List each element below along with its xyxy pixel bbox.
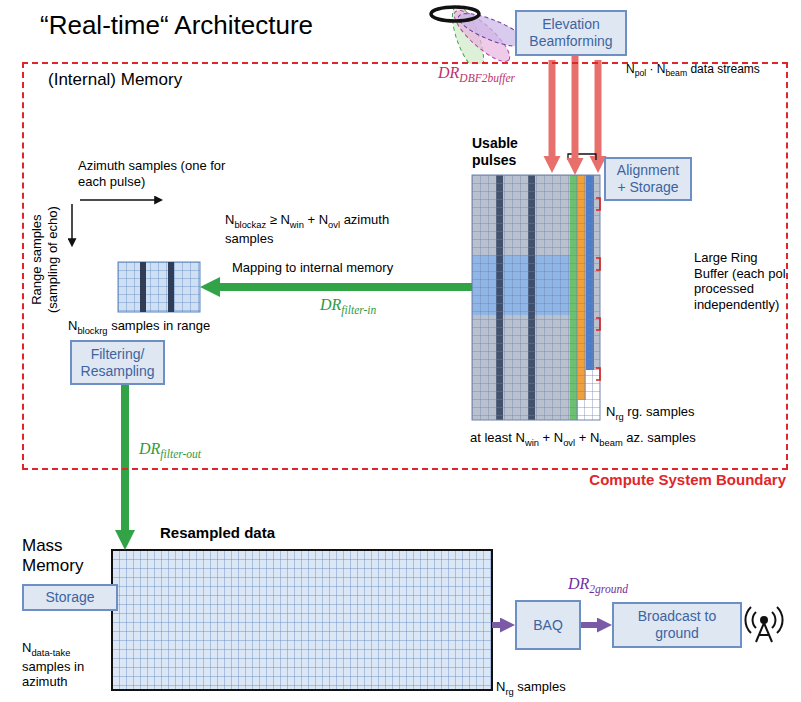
subscript: DBF2buffer xyxy=(459,72,515,84)
node-text: Storage xyxy=(45,589,94,606)
subscript: filter-out xyxy=(160,448,201,460)
pulse-column xyxy=(168,262,174,312)
axis-arrows xyxy=(72,200,156,240)
pulse-column xyxy=(140,262,146,312)
annotation-label: Nblockaz ≥ Nwin + Novl azimuth samples xyxy=(225,212,425,246)
annotation-label: Large Ring Buffer (each pol processed in… xyxy=(694,250,789,312)
internal-memory-grid xyxy=(118,262,200,312)
antenna-icon xyxy=(745,607,782,642)
annotation-label: Ndata-take samples in azimuth xyxy=(22,640,118,690)
mass-memory: Resampled data xyxy=(112,550,492,690)
subscript: pol xyxy=(635,68,647,78)
flow-arrow xyxy=(581,622,600,628)
subscript: 2ground xyxy=(589,583,628,595)
node-text: Compute System Boundary xyxy=(589,471,786,489)
subscript: blockaz xyxy=(234,220,266,230)
node-text: (Internal) Memory xyxy=(48,70,182,90)
subscript: data-take xyxy=(31,648,70,658)
annotation-label: Nrg samples xyxy=(496,679,566,698)
ring-buffer-grid xyxy=(472,154,600,420)
process-box: BAQ xyxy=(515,600,581,650)
annotation-label: Nrg rg. samples xyxy=(606,404,695,423)
node-text: Filtering/ Resampling xyxy=(77,346,158,380)
node-text: Usable pulses xyxy=(472,135,544,169)
annotation-label: at least Nwin + Novl + Nbeam az. samples xyxy=(470,430,696,449)
node-text: Nblockrg samples in range xyxy=(68,318,210,337)
mass-memory-grid xyxy=(112,550,492,690)
node-text: Alignment + Storage xyxy=(611,162,685,196)
data-rate-label: DR2ground xyxy=(566,575,630,596)
buffer-ground xyxy=(472,175,600,420)
data-rate-label: DRDBF2buffer xyxy=(436,64,517,85)
buffer-cells xyxy=(472,175,600,420)
subscript: blockrg xyxy=(77,326,107,336)
annotation-label: Range samples (sampling of echo) xyxy=(29,195,60,325)
flow-arrow xyxy=(216,283,472,291)
memory-cells xyxy=(112,550,492,690)
subscript: filter-in xyxy=(341,304,376,316)
annotation-label: Mass Memory xyxy=(22,536,102,577)
annotation-label: Mapping to internal memory xyxy=(232,260,393,276)
memory-block: Nblockrg samples in range xyxy=(118,262,200,312)
memory-cells xyxy=(118,262,200,312)
subscript: beam xyxy=(599,438,622,448)
node-text: Broadcast to ground xyxy=(619,608,735,642)
node-text: Resampled data xyxy=(160,524,275,542)
node-text: BAQ xyxy=(533,617,563,634)
diagram-title: “Real-time“ Architecture xyxy=(40,10,313,41)
subscript: ovl xyxy=(563,438,575,448)
subscript: beam xyxy=(666,68,688,78)
stream-arrow xyxy=(549,60,556,159)
data-rate-label: DRfilter-out xyxy=(137,440,203,461)
subscript: rg xyxy=(615,412,623,422)
annotation-label: Azimuth samples (one for each pulse) xyxy=(78,158,228,189)
stream-arrow xyxy=(595,60,602,159)
range-arrow xyxy=(71,204,73,240)
process-box: Elevation Beamforming xyxy=(515,10,627,56)
ring-buffer: Usable pulses xyxy=(472,175,600,420)
subscript: win xyxy=(525,438,539,448)
antenna-mast xyxy=(756,623,772,642)
node-text: Elevation Beamforming xyxy=(522,16,620,50)
process-box: Broadcast to ground xyxy=(612,602,742,648)
antenna-waves xyxy=(745,607,782,633)
annotation-label: Npol · Nbeam data streams xyxy=(626,62,760,79)
flow-arrow xyxy=(492,622,503,628)
flow-arrow xyxy=(121,385,129,534)
process-box: Storage xyxy=(22,584,118,611)
azimuth-arrow xyxy=(80,199,156,201)
data-rate-label: DRfilter-in xyxy=(318,296,378,317)
antenna-reflector xyxy=(431,7,479,21)
pointer-bracket xyxy=(596,198,600,380)
process-box: Filtering/ Resampling xyxy=(70,340,165,385)
process-box: Alignment + Storage xyxy=(604,157,692,201)
subscript: rg xyxy=(505,687,513,697)
antenna-dot xyxy=(761,617,767,623)
subscript: win xyxy=(290,220,304,230)
subscript: ovl xyxy=(328,220,340,230)
flow-arrow xyxy=(572,56,579,161)
